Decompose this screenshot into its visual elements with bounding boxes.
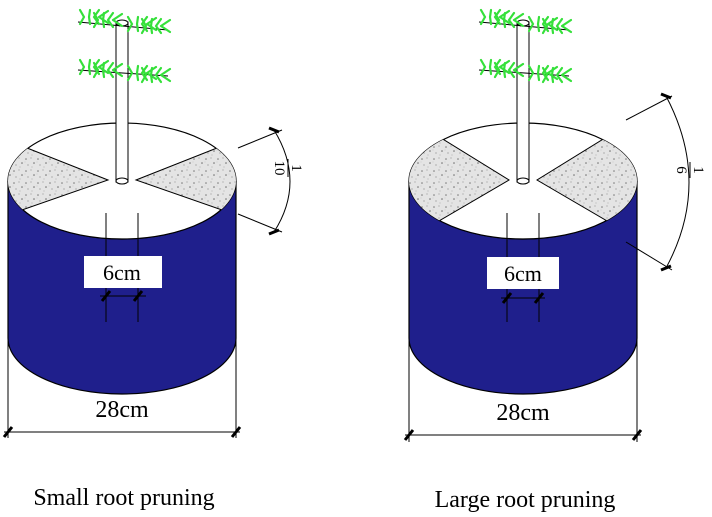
left-caption: Small root pruning	[33, 485, 214, 511]
right-fraction-numerator: 1	[690, 166, 706, 174]
right-seedling-foliage	[478, 8, 573, 84]
left-gap-label: 6cm	[103, 260, 141, 285]
left-seedling-foliage	[77, 8, 172, 84]
right-diameter-label: 28cm	[496, 400, 550, 426]
right-gap-label: 6cm	[504, 261, 542, 286]
right-fraction-denominator: 6	[673, 166, 689, 174]
left-pot: 6cm 28cm 1 10 Small root pruning	[2, 8, 304, 511]
left-diameter-label: 28cm	[95, 397, 149, 423]
left-seedling-stem	[115, 21, 129, 183]
left-fraction-numerator: 1	[288, 164, 304, 172]
right-seedling-stem	[516, 21, 530, 183]
right-pot: 6cm 28cm 1 6 Large root pruning	[403, 8, 706, 513]
right-caption: Large root pruning	[435, 487, 616, 513]
left-fraction-denominator: 10	[271, 161, 287, 176]
